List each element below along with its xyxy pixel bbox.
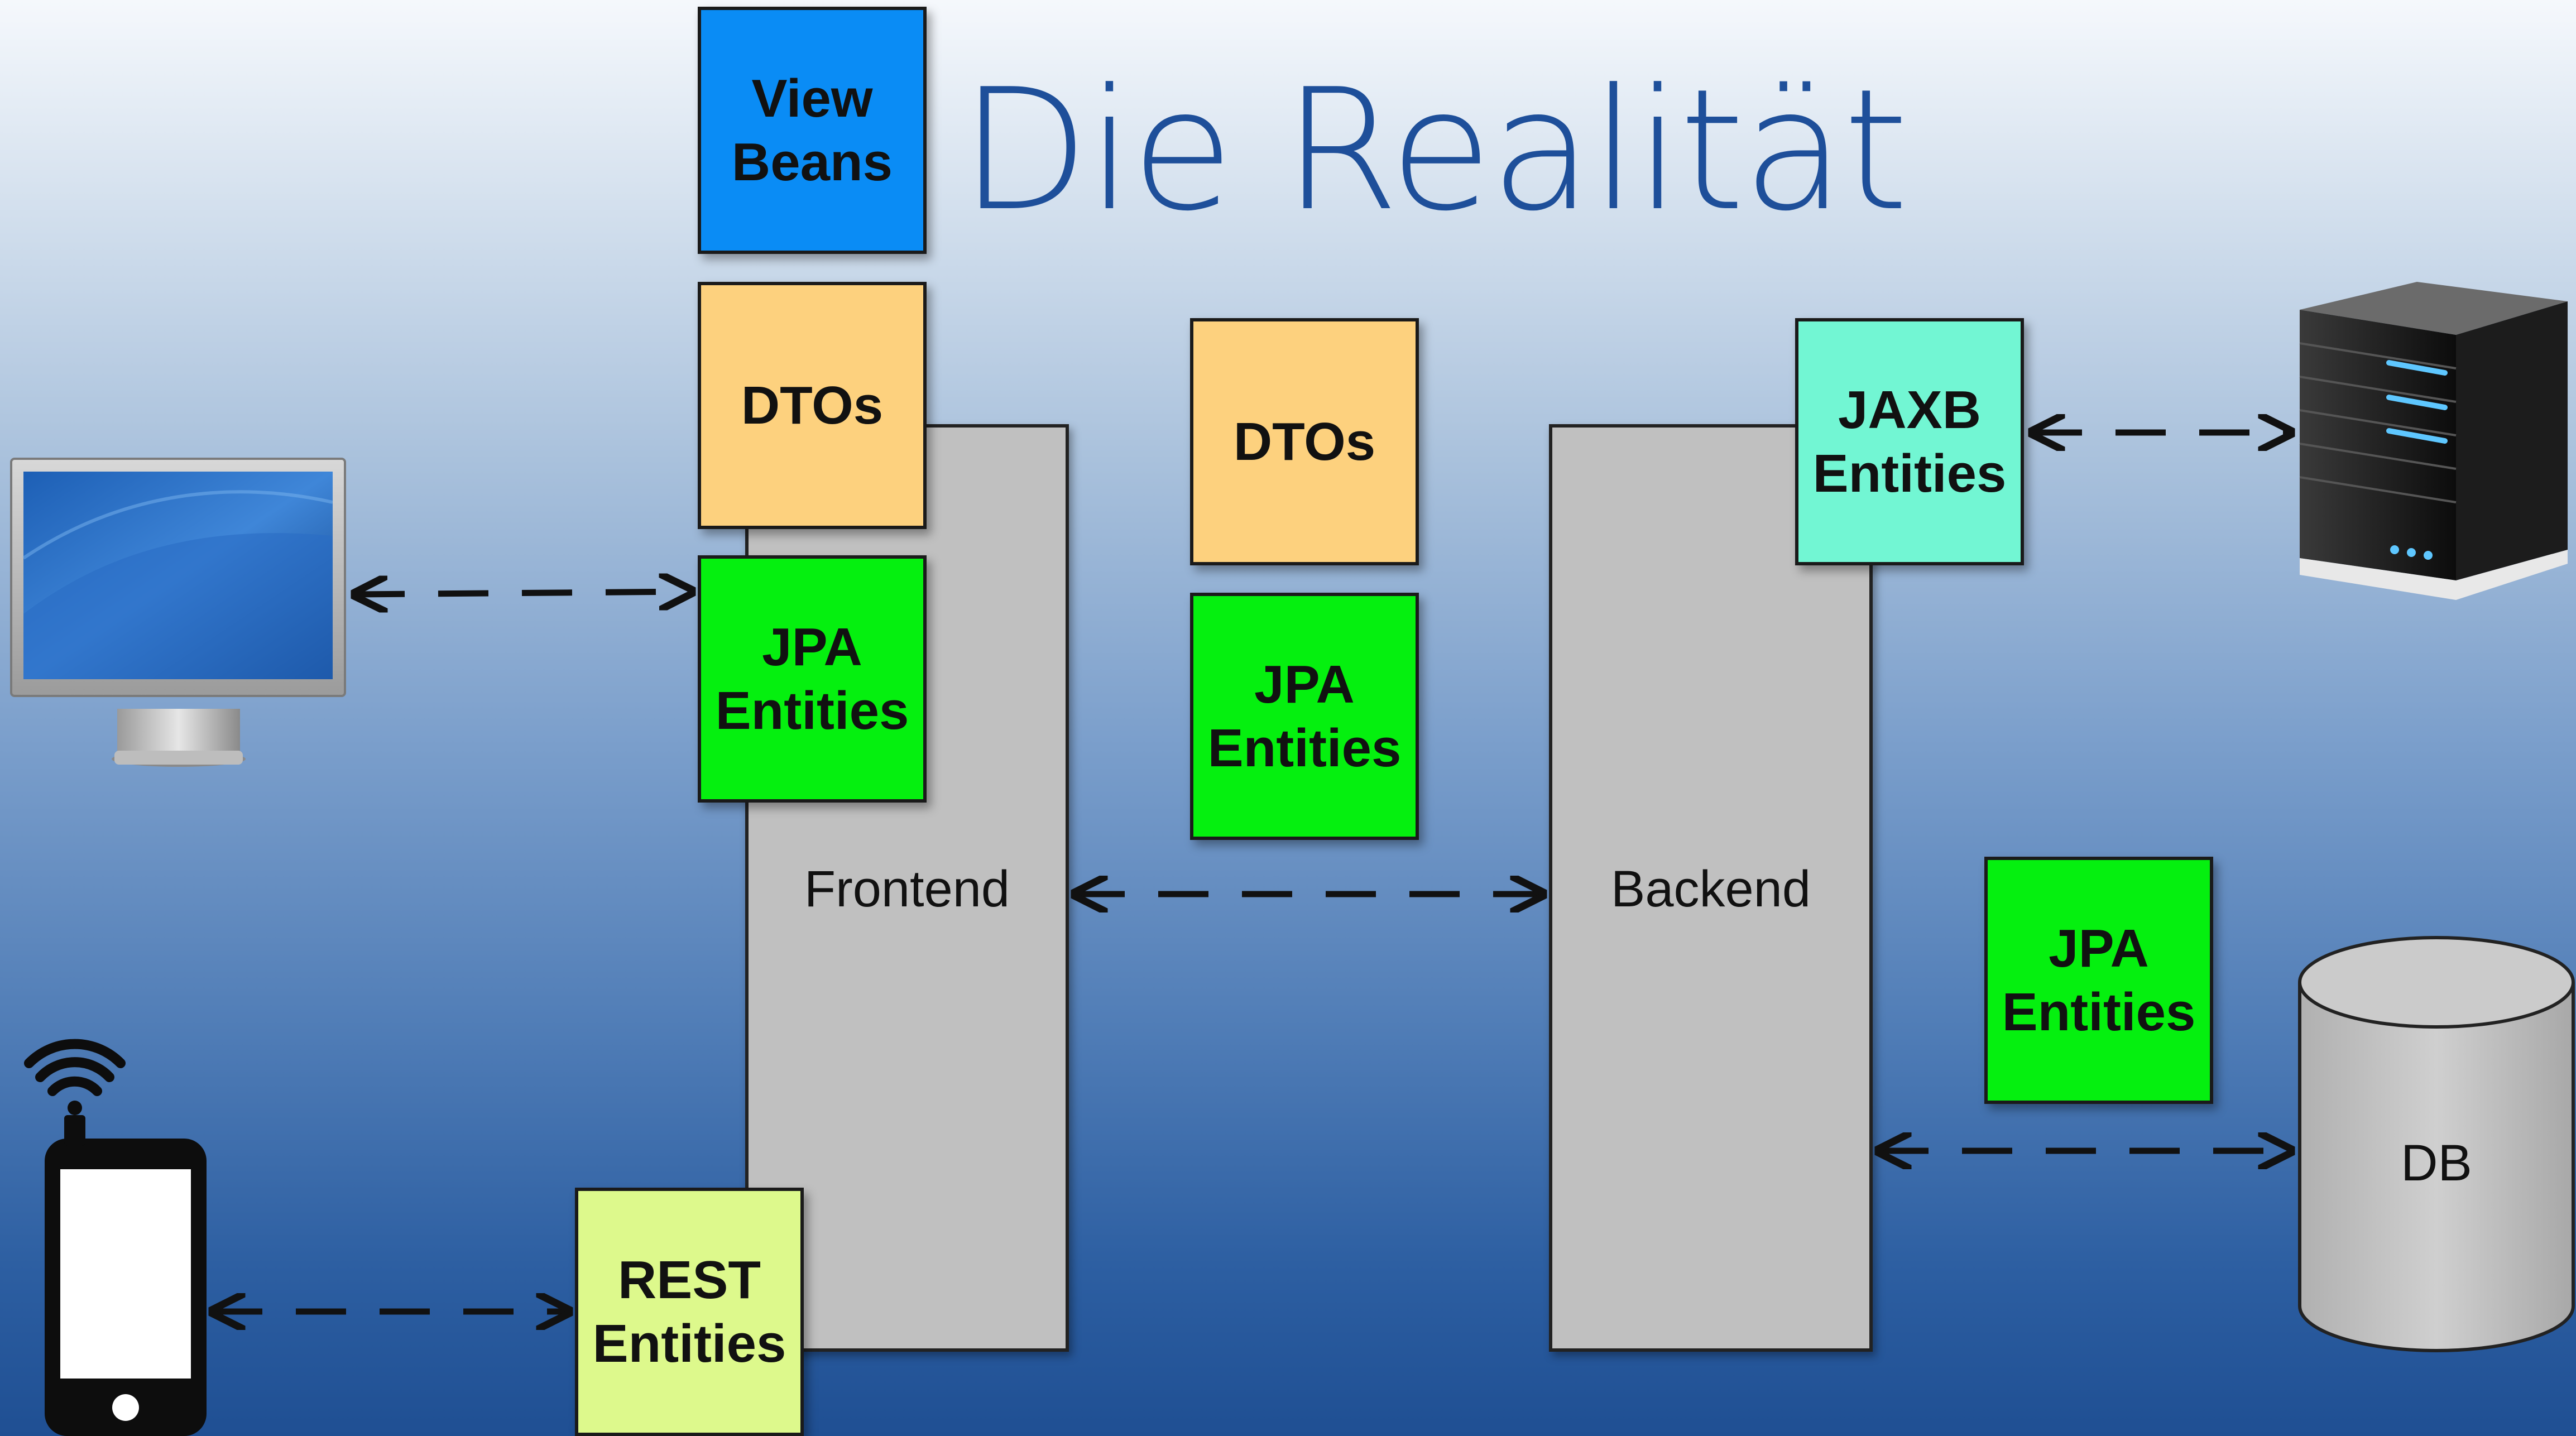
middle-dtos-label: DTOs [1233, 411, 1376, 472]
desktop-monitor-icon [10, 458, 346, 767]
backend-label: Backend [1610, 861, 1811, 918]
rest-entities-label: REST Entities [592, 1250, 786, 1373]
rest-entities-box: REST Entities [575, 1188, 804, 1436]
middle-jpa-entities-box: JPA Entities [1190, 593, 1419, 840]
view-beans-box: View Beans [698, 7, 927, 254]
jaxb-entities-box: JAXB Entities [1795, 318, 2024, 565]
frontend-dtos-label: DTOs [741, 375, 884, 435]
wifi-icon [24, 1039, 126, 1115]
server-icon [2299, 282, 2568, 600]
frontend-jpa-entities-label: JPA Entities [715, 617, 909, 741]
middle-jpa-entities-label: JPA Entities [1207, 655, 1402, 778]
monitor-frontend-arrow [354, 592, 692, 594]
frontend-label: Frontend [804, 861, 1010, 918]
jaxb-entities-label: JAXB Entities [1812, 380, 2007, 503]
view-beans-label: View Beans [731, 69, 893, 192]
frontend-jpa-entities-box: JPA Entities [698, 555, 927, 803]
backend-jpa-entities-box: JPA Entities [1984, 857, 2213, 1104]
middle-dtos-box: DTOs [1190, 318, 1419, 565]
frontend-dtos-box: DTOs [698, 282, 927, 529]
backend-jpa-entities-label: JPA Entities [2002, 919, 2196, 1042]
database-label: DB [2401, 1135, 2472, 1192]
smartphone-icon [45, 1115, 207, 1436]
database-cylinder-icon: DB [2298, 936, 2575, 1352]
slide-title: Die Realität [960, 53, 1908, 248]
backend-layer: Backend [1549, 424, 1873, 1352]
